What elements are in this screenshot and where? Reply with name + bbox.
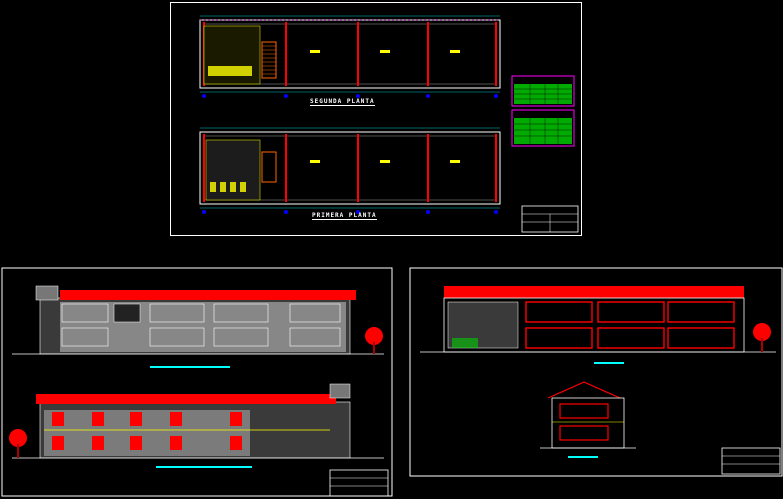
plans-sheet xyxy=(170,2,582,236)
area-table-2 xyxy=(511,109,575,147)
caption-section-cross xyxy=(568,456,598,458)
second-floor-plan xyxy=(199,15,501,98)
elevation-front xyxy=(12,285,384,355)
tree-icon xyxy=(753,323,771,352)
title-block-elevations xyxy=(329,469,389,497)
tree-icon xyxy=(365,327,383,354)
elevations-sheet xyxy=(1,267,393,497)
sections-sheet xyxy=(409,267,783,477)
second-floor-title: SEGUNDA PLANTA xyxy=(310,98,375,106)
title-block-sections xyxy=(721,447,781,475)
title-block-plans xyxy=(521,205,579,233)
tree-icon xyxy=(9,429,27,458)
elevation-rear xyxy=(12,383,384,459)
cross-section xyxy=(540,381,636,449)
longitudinal-section xyxy=(420,286,776,353)
caption-elevation-rear xyxy=(156,466,252,468)
first-floor-plan xyxy=(199,127,501,214)
caption-section-long xyxy=(594,362,624,364)
area-table-1 xyxy=(511,75,575,107)
first-floor-title: PRIMERA PLANTA xyxy=(312,212,377,220)
caption-elevation-front xyxy=(150,366,230,368)
